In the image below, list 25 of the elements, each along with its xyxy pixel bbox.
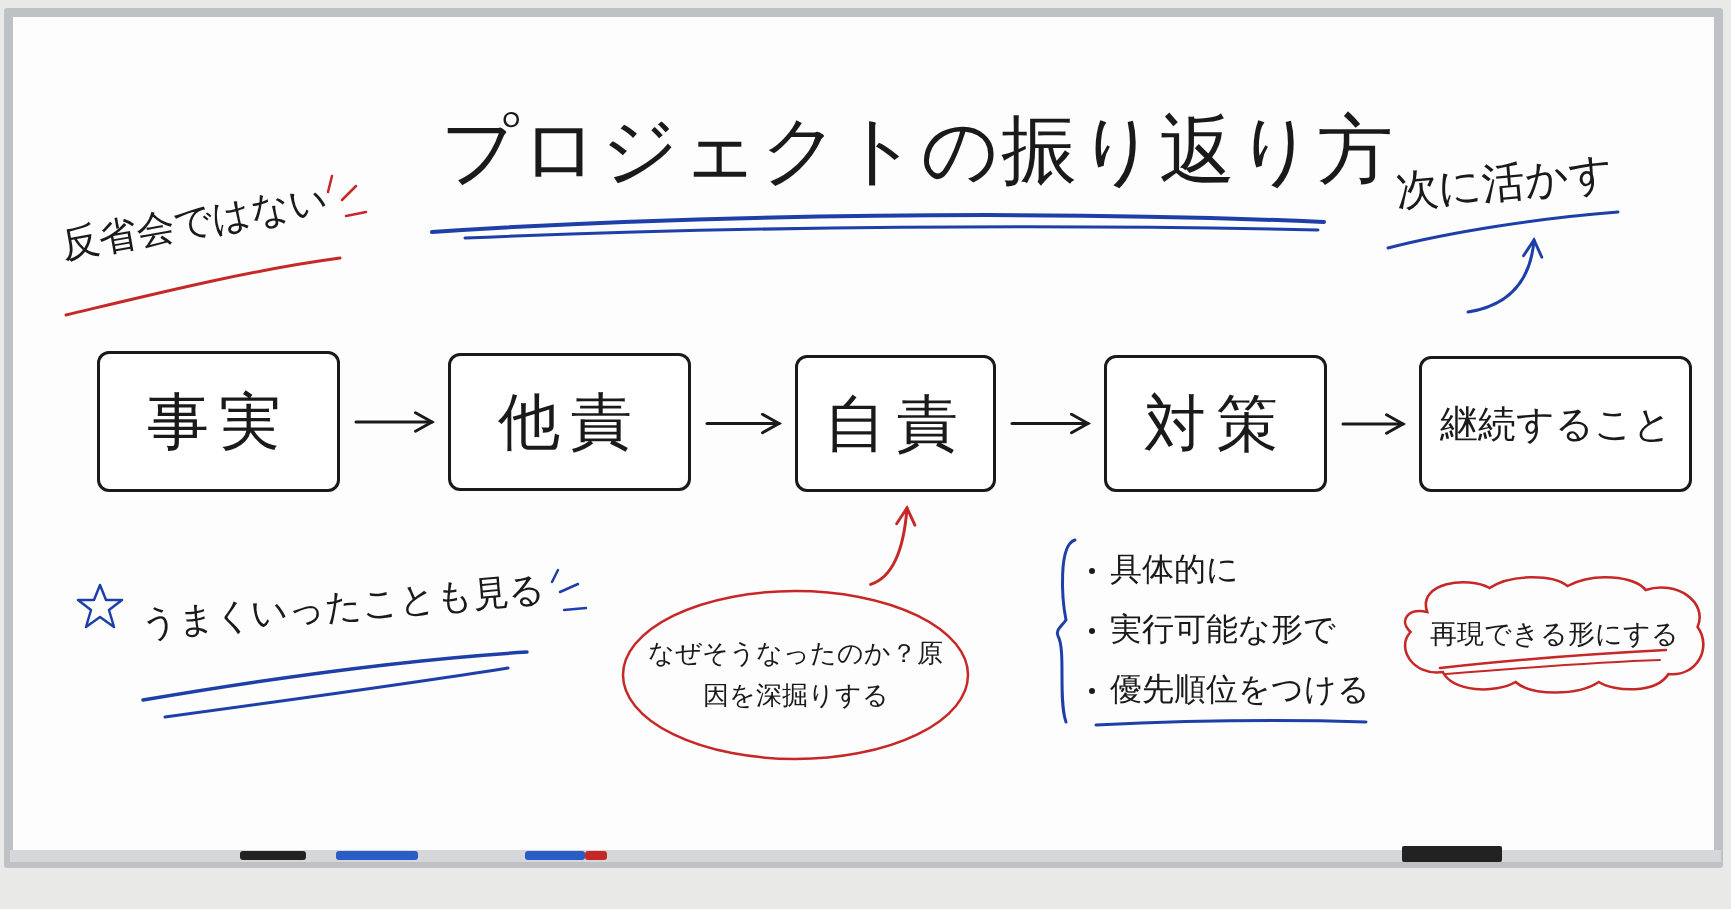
arrow bbox=[1466, 238, 1543, 314]
list-item: 具体的に bbox=[1110, 549, 1239, 590]
process-box bbox=[795, 355, 996, 492]
title: プロジェクトの振り返り方 bbox=[441, 104, 1395, 196]
process-box bbox=[1104, 355, 1327, 492]
arrow bbox=[869, 506, 917, 586]
heading-text: 次に活かす bbox=[1392, 146, 1616, 219]
box-label: 他責 bbox=[497, 384, 642, 460]
note-text: 反省会ではない bbox=[57, 175, 332, 270]
bubble-text: なぜそうなったのか？原因を深掘りする bbox=[647, 637, 944, 712]
arrow bbox=[1341, 413, 1405, 435]
box-label: 継続すること bbox=[1439, 400, 1672, 448]
bubble-text: 再現できる形にする bbox=[1429, 616, 1679, 651]
process-box bbox=[1419, 356, 1692, 492]
process-box bbox=[448, 353, 691, 491]
box-label: 対策 bbox=[1143, 385, 1288, 462]
box-label: 事実 bbox=[146, 383, 291, 460]
arrow bbox=[705, 412, 781, 435]
box-label: 自責 bbox=[823, 385, 968, 462]
arrow bbox=[1010, 412, 1090, 435]
list-item: 実行可能な形で bbox=[1110, 609, 1336, 650]
list-item: 優先順位をつける bbox=[1110, 669, 1370, 710]
note-text: うまくいったことも見る bbox=[138, 566, 548, 646]
arrow bbox=[354, 411, 434, 433]
process-box bbox=[97, 351, 340, 492]
